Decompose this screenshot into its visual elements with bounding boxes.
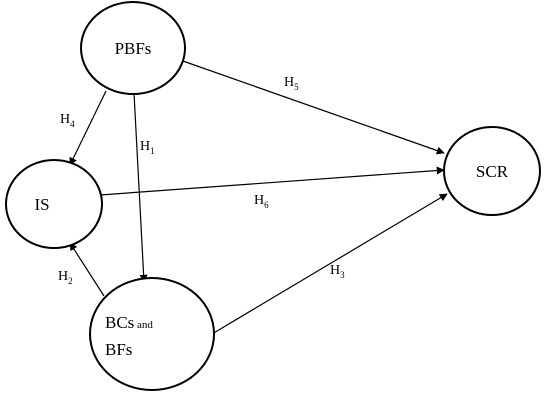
edge-is-to-scr (99, 166, 445, 196)
node-is-circle (5, 159, 103, 249)
node-bcs-circle (89, 277, 215, 391)
edge-label-h5: H5 (284, 75, 299, 92)
node-bcs-and-bfs: BCs and BFs (89, 277, 215, 391)
edge-bcs-to-scr (211, 193, 448, 335)
edge-pbfs-to-scr (179, 59, 445, 155)
edge-label-h4: H4 (60, 112, 75, 129)
edge-label-h6: H6 (254, 193, 269, 210)
edge-pbfs-to-bcs (133, 92, 148, 283)
node-scr-label: SCR (476, 162, 509, 181)
node-bcs-label-line2: BFs (105, 340, 132, 359)
node-pbfs-label: PBFs (115, 39, 152, 58)
edge-label-h1: H1 (140, 139, 155, 156)
edge-bcs-to-is (69, 242, 105, 297)
node-pbfs: PBFs (80, 1, 186, 95)
node-scr-circle (443, 126, 541, 216)
edge-label-h3: H3 (330, 263, 345, 280)
node-scr: SCR (443, 126, 541, 216)
node-is-label: IS (34, 195, 49, 214)
node-is: IS (5, 159, 103, 249)
node-bcs-label-line1: BCs and (105, 313, 153, 332)
edge-label-h2: H2 (58, 269, 73, 286)
edge-pbfs-to-is (69, 90, 107, 166)
node-pbfs-circle (80, 1, 186, 95)
